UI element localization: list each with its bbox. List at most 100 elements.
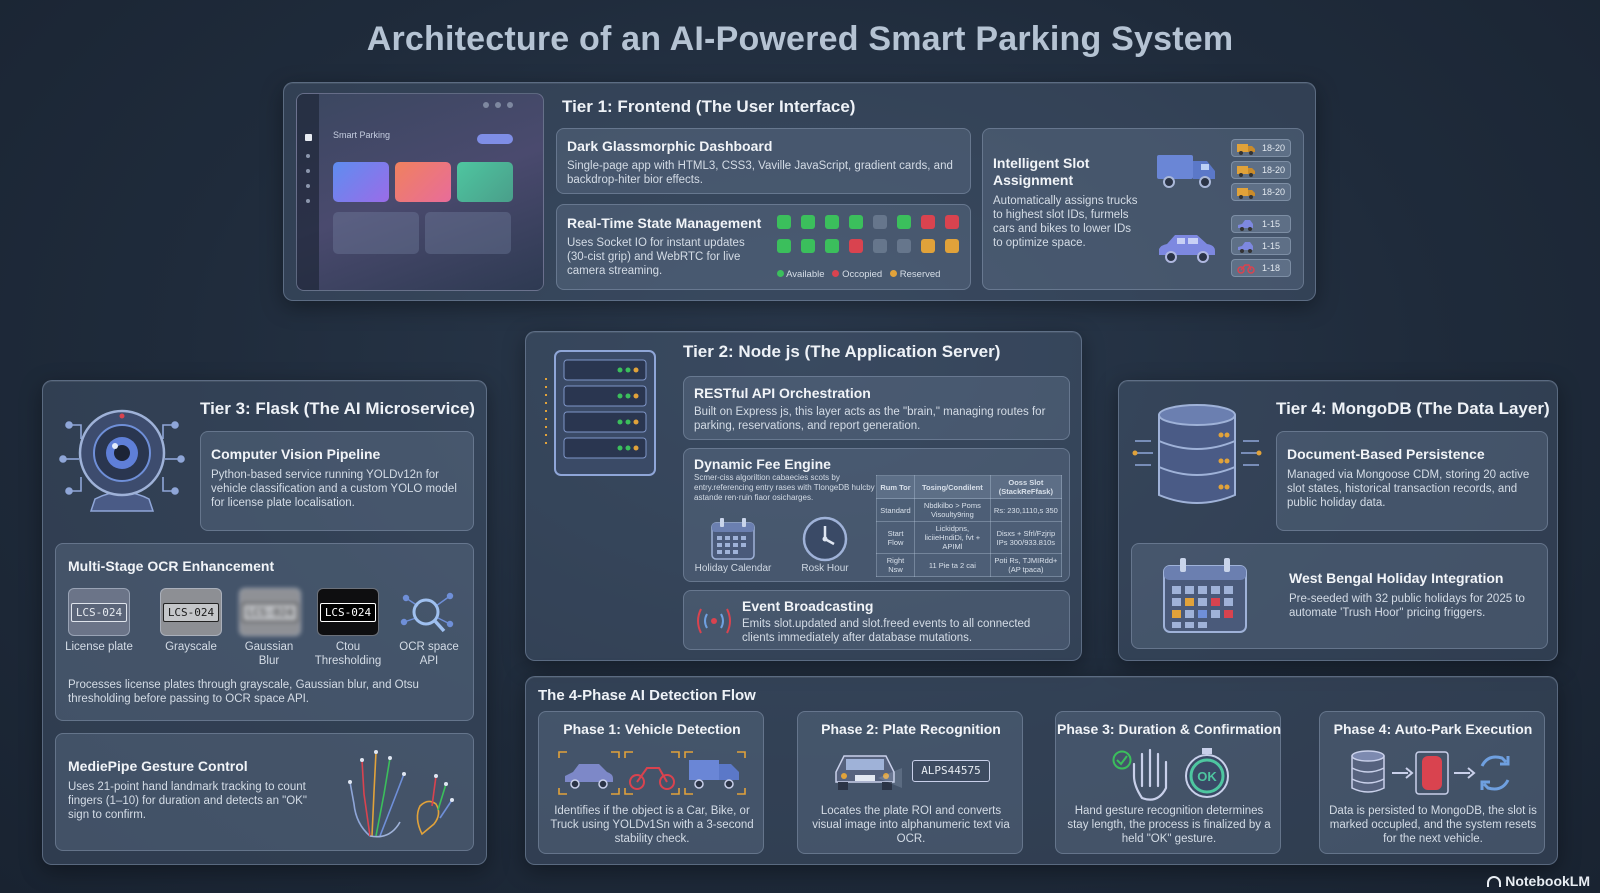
vehicle-detection-icon bbox=[558, 751, 746, 795]
fee-table-header: Tosing/Condilent bbox=[914, 475, 991, 499]
small-truck-icon bbox=[1237, 188, 1255, 199]
dashboard-card: Dark Glassmorphic Dashboard Single-page … bbox=[556, 128, 971, 194]
cv-pipeline-body: Python-based service running YOLDv12n fo… bbox=[211, 469, 457, 509]
slot-dot bbox=[801, 215, 815, 229]
truck-icon bbox=[1157, 155, 1215, 188]
tier1-panel: Smart Parking Tier 1: Frontend (The User… bbox=[283, 82, 1316, 301]
tier2-panel: Tier 2: Node js (The Application Server)… bbox=[525, 331, 1082, 661]
slot-assignment-title-line1: Intelligent Slot bbox=[993, 155, 1090, 171]
phase2-body: Locates the plate ROI and converts visua… bbox=[812, 805, 1010, 845]
small-truck-icon bbox=[1237, 144, 1255, 155]
sidebar-icon bbox=[305, 134, 312, 141]
small-bike-icon bbox=[1237, 264, 1255, 274]
event-broadcast-body: Emits slot.updated and slot.freed events… bbox=[742, 618, 1031, 644]
tier3-title: Tier 3: Flask (The AI Microservice) bbox=[200, 399, 475, 418]
slot-dot bbox=[801, 239, 815, 253]
small-car-icon bbox=[1238, 242, 1253, 253]
slot-grid bbox=[777, 215, 967, 271]
legend-available: Available bbox=[786, 269, 825, 280]
slot-dot bbox=[825, 239, 839, 253]
slot-dot bbox=[825, 215, 839, 229]
recognized-plate: ALPS44575 bbox=[912, 760, 990, 782]
persistence-title: Document-Based Persistence bbox=[1287, 446, 1485, 462]
fee-engine-body: Scmer-ciss algoriltion cabaecies scots b… bbox=[694, 473, 875, 502]
phase2-card: Phase 2: Plate Recognition ALPS44575 Loc… bbox=[797, 711, 1023, 854]
database-icon bbox=[1132, 404, 1262, 504]
realtime-card: Real-Time State Management Uses Socket I… bbox=[556, 204, 971, 290]
blurred-plate-image: LCS-024 bbox=[239, 588, 301, 636]
small-truck-icon bbox=[1237, 166, 1255, 177]
legend-reserved: Reserved bbox=[899, 269, 941, 280]
notebook-icon bbox=[1487, 876, 1502, 887]
flow-panel: The 4-Phase AI Detection Flow Phase 1: V… bbox=[525, 676, 1558, 865]
api-card-title: RESTful API Orchestration bbox=[694, 385, 871, 401]
holiday-card-body: Pre-seeded with 32 public holidays for 2… bbox=[1289, 593, 1525, 619]
slot-dot bbox=[849, 215, 863, 229]
slot-range-chip: 18-20 bbox=[1231, 183, 1291, 201]
ok-stopwatch-icon bbox=[1185, 748, 1229, 798]
ocr-card-title: Multi-Stage OCR Enhancement bbox=[68, 558, 275, 574]
slot-dot bbox=[777, 215, 791, 229]
phase1-card: Phase 1: Vehicle Detection Identifies if… bbox=[538, 711, 764, 854]
fee-table-cell: Start Flow bbox=[875, 521, 916, 554]
brand-logo: NotebookLM bbox=[1487, 873, 1590, 889]
dashboard-card-title: Dark Glassmorphic Dashboard bbox=[567, 138, 773, 154]
phase2-title: Phase 2: Plate Recognition bbox=[821, 721, 1001, 737]
holiday-calendar-icon bbox=[1163, 558, 1247, 633]
tier4-title: Tier 4: MongoDB (The Data Layer) bbox=[1276, 399, 1550, 418]
ocr-step-label: Grayscale bbox=[165, 641, 217, 653]
db-to-slot-reset-icon bbox=[1351, 750, 1510, 795]
slot-dot bbox=[945, 215, 959, 229]
broadcast-icon bbox=[697, 608, 731, 634]
fee-engine-title: Dynamic Fee Engine bbox=[694, 456, 831, 472]
slot-dot bbox=[777, 239, 791, 253]
gesture-card-body: Uses 21-point hand landmark tracking to … bbox=[68, 781, 307, 821]
fee-table-cell: Rs: 230,1110,s 350 bbox=[989, 498, 1063, 522]
phase3-card: Phase 3: Duration & Confirmation OK Hand… bbox=[1055, 711, 1281, 854]
slot-dot bbox=[921, 215, 935, 229]
holiday-card-title: West Bengal Holiday Integration bbox=[1289, 570, 1504, 586]
ocr-step-label: License plate bbox=[65, 641, 133, 653]
fee-table-cell: Lickidpns, liciieHndiDi, fvt + APIMl bbox=[914, 521, 991, 554]
persistence-card: Document-Based Persistence Managed via M… bbox=[1276, 431, 1548, 531]
slot-assignment-title-line2: Assignment bbox=[993, 172, 1074, 188]
car-icon bbox=[1159, 235, 1215, 263]
cv-pipeline-title: Computer Vision Pipeline bbox=[211, 446, 381, 462]
legend-occupied: Occopied bbox=[842, 269, 883, 280]
phase3-title: Phase 3: Duration & Confirmation bbox=[1056, 721, 1282, 737]
gesture-card-title: MediePipe Gesture Control bbox=[68, 758, 248, 774]
ocr-step-label: Ctou Thresholding bbox=[314, 641, 382, 667]
holiday-card: West Bengal Holiday Integration Pre-seed… bbox=[1131, 543, 1548, 649]
tier2-title: Tier 2: Node js (The Application Server) bbox=[683, 342, 1001, 361]
ok-label: OK bbox=[1197, 769, 1217, 784]
ocr-card: Multi-Stage OCR Enhancement LCS-024 LCS-… bbox=[55, 543, 474, 721]
hand-landmark-icon bbox=[348, 750, 454, 838]
slot-dot bbox=[873, 215, 887, 229]
slot-range-chip: 18-20 bbox=[1231, 139, 1291, 157]
clock-icon bbox=[802, 516, 848, 562]
fee-table-header: Ooss Slot (StackReFfask) bbox=[989, 475, 1063, 499]
fee-engine-card: Dynamic Fee Engine Scmer-ciss algoriltio… bbox=[683, 448, 1070, 582]
phase1-title: Phase 1: Vehicle Detection bbox=[563, 721, 741, 737]
tier4-panel: Tier 4: MongoDB (The Data Layer) Documen… bbox=[1118, 380, 1558, 661]
realtime-card-title: Real-Time State Management bbox=[567, 215, 762, 231]
slot-legend: Available Occopied Reserved bbox=[777, 269, 940, 280]
dashboard-preview-image: Smart Parking bbox=[296, 93, 544, 291]
gesture-card: MediePipe Gesture Control Uses 21-point … bbox=[55, 733, 474, 851]
small-car-icon bbox=[1238, 220, 1253, 231]
phase1-body: Identifies if the object is a Car, Bike,… bbox=[550, 805, 754, 845]
fee-table-cell: Disxs + Sfrl/Fzjrip IPs 300/933.810s bbox=[989, 521, 1063, 554]
slot-dot bbox=[945, 239, 959, 253]
slot-dot bbox=[873, 239, 887, 253]
ocr-api-icon bbox=[400, 592, 454, 633]
fee-table-cell: Standard bbox=[875, 498, 916, 522]
ocr-card-body: Processes license plates through graysca… bbox=[68, 679, 419, 705]
flow-title: The 4-Phase AI Detection Flow bbox=[538, 687, 756, 704]
ocr-step-label: Gaussian Blur bbox=[244, 641, 294, 667]
tier1-title: Tier 1: Frontend (The User Interface) bbox=[562, 97, 856, 116]
slot-range-chip: 18-20 bbox=[1231, 161, 1291, 179]
persistence-body: Managed via Mongoose CDM, storing 20 act… bbox=[1287, 469, 1530, 509]
slot-range-chip: 1-15 bbox=[1231, 215, 1291, 233]
slot-dot bbox=[921, 239, 935, 253]
rush-hour-label: Rosk Hour bbox=[801, 563, 849, 574]
